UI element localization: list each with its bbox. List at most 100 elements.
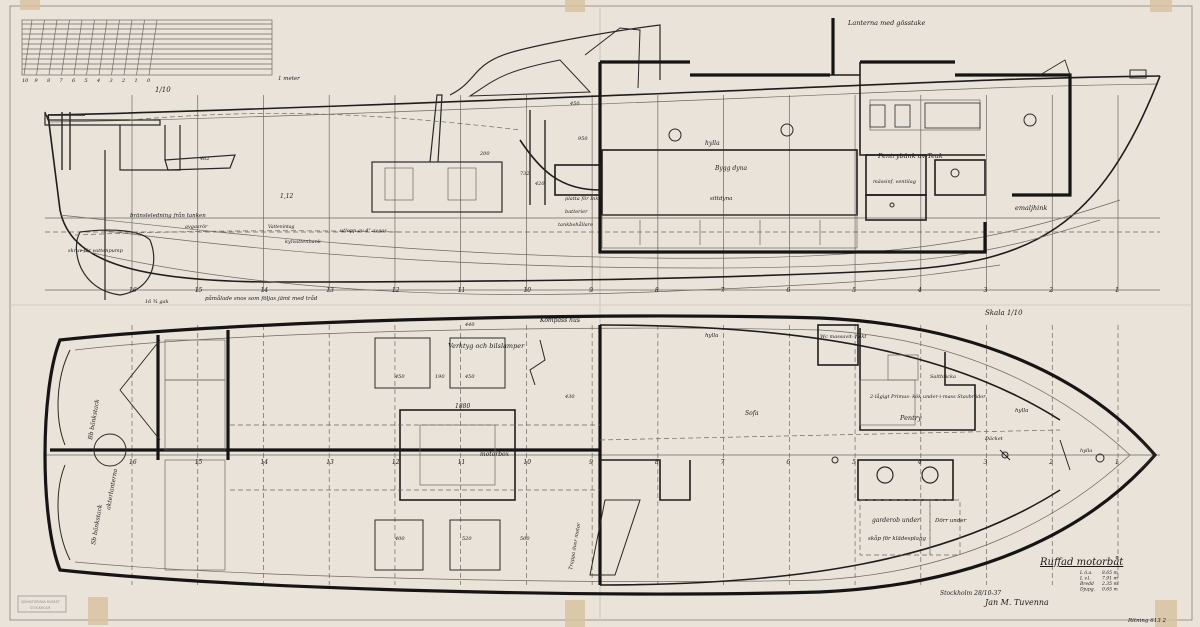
- plan-station-number: 7: [721, 459, 725, 466]
- dim-430: 430: [564, 394, 575, 400]
- label-cooling: kylvattenbank: [285, 239, 321, 245]
- dim-200: 200: [479, 151, 490, 157]
- dim-500: 500: [520, 536, 530, 542]
- plan-station-number: 12: [392, 459, 400, 466]
- plan-station-number: 8: [655, 459, 659, 466]
- tape-top-right: [1150, 0, 1172, 12]
- profile-station-number: 3: [984, 287, 988, 294]
- spec-label: L v.l.: [1079, 576, 1091, 582]
- ruler-number: 6: [72, 78, 76, 84]
- title-text: Ruffad motorbåt: [1039, 556, 1124, 568]
- stamp-line1: SJÖHISTORISKA MUSEET: [21, 599, 60, 604]
- title-block: Ruffad motorbåt L ö.a.8.65 mL v.l.7.91 m…: [940, 556, 1166, 624]
- label-shelf1: hylla: [705, 333, 718, 339]
- place-date: Stockholm 28/10-37: [940, 590, 1001, 597]
- hull-profile: [47, 75, 1161, 283]
- label-battery: batterier: [565, 209, 588, 215]
- porthole-1: [668, 128, 682, 142]
- plan-station-number: 15: [195, 459, 203, 466]
- plan-station-number: 16: [129, 459, 137, 466]
- sheer-line: [47, 75, 1161, 116]
- profile-view: [44, 18, 1161, 300]
- label-garderob: garderob under: [872, 517, 921, 524]
- hull-plan-outline: [43, 314, 1158, 596]
- profile-station-number: 7: [721, 287, 725, 294]
- profile-station-number: 9: [589, 287, 593, 294]
- ruler-number: 1: [135, 78, 138, 84]
- plan-station-number: 11: [458, 459, 466, 466]
- plan-view: [43, 314, 1160, 596]
- ruler-number: 4: [96, 78, 100, 84]
- stove: [857, 459, 954, 501]
- label-exhaust2: utlopp av 4" avgas: [340, 228, 387, 234]
- label-shelf2: hylla: [1015, 408, 1028, 414]
- sheet-border: [9, 5, 1193, 621]
- label-motor: motorbox: [480, 451, 510, 458]
- label-pantry: Pentrybänk av Teak: [877, 152, 943, 160]
- plan-station-number: 5: [852, 459, 856, 466]
- plan-station-number: 1: [1115, 459, 1119, 466]
- windshield-window: [468, 59, 592, 97]
- label-cupboard: skåp för klädesplagg: [868, 535, 926, 542]
- plan-station-number: 14: [260, 459, 268, 466]
- dim-732: 732: [520, 171, 530, 177]
- dim-450a: 450: [394, 374, 405, 380]
- dim-440: 440: [464, 322, 475, 328]
- label-saltbrick: Saltbricka: [930, 374, 956, 380]
- signature: Jan M. Tuvenna: [983, 598, 1049, 607]
- label-platt: platta för Ink.: [565, 196, 600, 202]
- dim-420: 420: [534, 181, 545, 187]
- tape-bottom-right: [1155, 600, 1177, 627]
- profile-station-number: 4: [917, 287, 922, 294]
- ruler-number: 3: [110, 78, 113, 84]
- profile-station-number: 16: [129, 287, 137, 294]
- label-cooling2: Vattenintag: [268, 224, 295, 230]
- plan-station-number: 10: [523, 459, 531, 466]
- label-tank: tankbehållare: [558, 221, 593, 228]
- label-exhaust: avgasrör: [185, 224, 208, 230]
- dim-1880: 1880: [455, 403, 470, 410]
- plan-station-number: 6: [786, 459, 790, 466]
- plan-station-number: 3: [984, 459, 988, 466]
- profile-station-number: 8: [655, 287, 659, 294]
- plan-station-number: 9: [589, 459, 593, 466]
- spec-value: 8.65 m: [1102, 570, 1118, 576]
- label-shelf3: hylla: [1080, 448, 1092, 454]
- stamp-line2: STOCKHOLM: [30, 606, 50, 610]
- label-wc: Wc massavit- fläkt: [820, 334, 867, 340]
- tape-bottom-left: [88, 597, 108, 625]
- spec-value: 0.65 m: [1102, 587, 1118, 593]
- label-lantern: Lanterna med gösstake: [847, 19, 925, 27]
- ruler-number: 10: [22, 78, 29, 84]
- profile-station-number: 5: [852, 287, 856, 294]
- label-sofa: Sofa: [745, 410, 759, 417]
- dim-1172: 1,12: [280, 193, 294, 200]
- profile-station-number: 12: [392, 287, 400, 294]
- label-deck: Däcket: [984, 436, 1004, 442]
- ruler-unit: 1 meter: [278, 76, 300, 82]
- label-pentry: Pentry: [899, 414, 922, 422]
- profile-station-number: 15: [195, 287, 203, 294]
- ruler-number: 9: [35, 78, 39, 84]
- profile-station-number: 2: [1048, 287, 1053, 294]
- label-primus: 2-lågigt Primus- kök under-i-mass Stavbr…: [869, 393, 986, 400]
- label-door: Dörr under: [934, 518, 967, 524]
- dim-450: 450: [569, 101, 580, 107]
- ruler-number: 2: [121, 78, 125, 84]
- label-bottom-note: påmålade snos som följas jämt med tråd: [205, 295, 318, 302]
- ruler-number: 5: [85, 78, 88, 84]
- museum-stamp: SJÖHISTORISKA MUSEET STOCKHOLM: [17, 595, 67, 613]
- label-sill: sittdyna: [710, 196, 732, 202]
- dim-950: 950: [578, 136, 588, 142]
- ruler-number: 8: [47, 78, 50, 84]
- cockpit-seat: [371, 161, 503, 213]
- label-compass: Kompass hus: [539, 317, 580, 324]
- label-enamel: emaljhink: [1015, 204, 1047, 212]
- label-fuel-line: bränsleledning från tanken: [130, 212, 206, 219]
- label-bunk: Bygg dyna: [714, 165, 747, 172]
- motor-box: [399, 409, 516, 501]
